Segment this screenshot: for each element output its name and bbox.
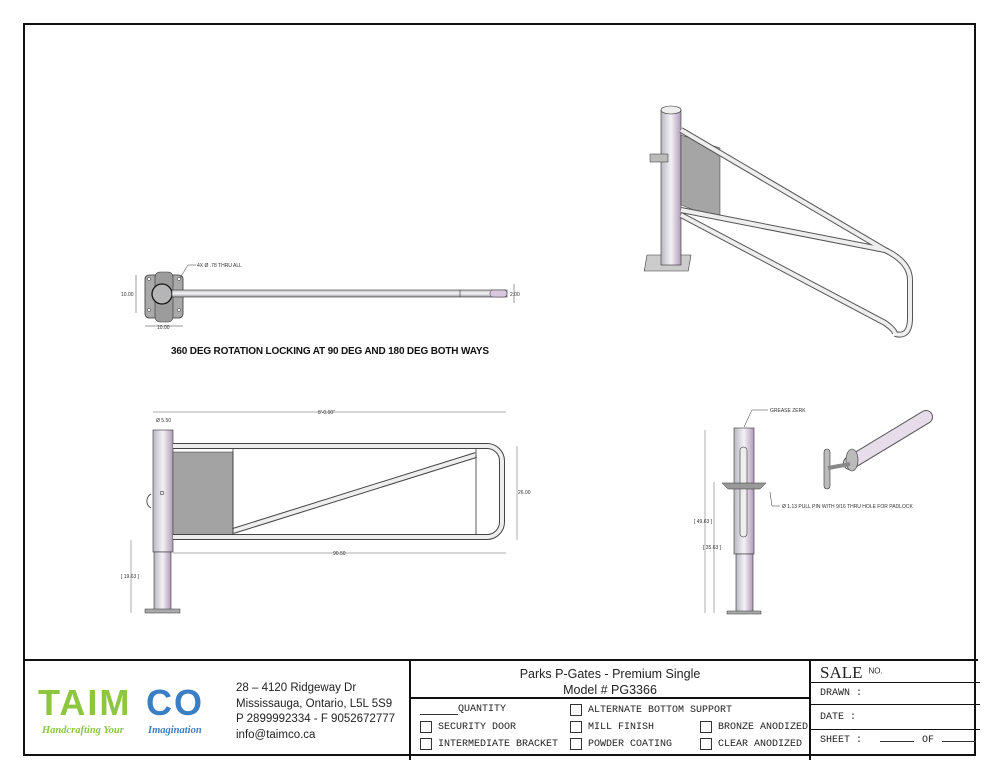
title-block: TAIM CO Handcrafting Your Imagination 28… bbox=[23, 659, 980, 760]
lock-height-dim: [ 35.63 ] bbox=[703, 545, 722, 551]
pull-handle bbox=[146, 493, 152, 509]
width-dim: 10.00 bbox=[157, 325, 170, 331]
hole-note: 4X Ø .78 THRU ALL bbox=[197, 263, 242, 269]
option-label: INTERMEDIATE BRACKET bbox=[438, 738, 559, 750]
top-view: 4X Ø .78 THRU ALL 10.00 10.00 2.00 bbox=[121, 263, 520, 331]
of-label: OF bbox=[922, 735, 935, 746]
quantity-label: QUANTITY bbox=[458, 704, 507, 715]
gate-length-dim: 90.50 bbox=[333, 551, 346, 557]
product-title-cell: Parks P-Gates - Premium Single Model # P… bbox=[409, 661, 809, 699]
post-height-dim: [ 19.63 ] bbox=[121, 574, 140, 580]
option-label: SECURITY DOOR bbox=[438, 721, 517, 733]
upper-post bbox=[152, 429, 174, 553]
option-alternate-bottom-support[interactable]: ALTERNATE BOTTOM SUPPORT bbox=[570, 704, 732, 716]
checkbox[interactable] bbox=[420, 721, 432, 733]
option-security-door[interactable]: SECURITY DOOR bbox=[420, 721, 516, 733]
checkbox[interactable] bbox=[700, 721, 712, 733]
sheet-total-field[interactable] bbox=[942, 741, 977, 742]
email: info@taimco.ca bbox=[236, 728, 316, 741]
sale-info-panel: SALE NO. DRAWN : DATE : SHEET : OF bbox=[809, 661, 980, 760]
phone-fax: P 2899992334 - F 9052672777 bbox=[236, 713, 396, 725]
quantity-field[interactable] bbox=[420, 705, 458, 715]
sale-no-label: NO. bbox=[868, 666, 883, 676]
post-diameter-dim: Ø 5.50 bbox=[156, 418, 171, 424]
option-bronze-anodized[interactable]: BRONZE ANODIZED bbox=[700, 721, 808, 733]
sale-number-row: SALE NO. bbox=[811, 661, 980, 683]
sale-label: SALE bbox=[820, 663, 863, 682]
overall-length-dim: 8'-0.00" bbox=[318, 410, 335, 416]
product-title: Parks P-Gates - Premium Single bbox=[519, 667, 701, 681]
total-height-dim: [ 49.63 ] bbox=[694, 519, 713, 525]
model-number: Model # PG3366 bbox=[563, 683, 657, 697]
checkbox[interactable] bbox=[570, 721, 582, 733]
drawn-row: DRAWN : bbox=[811, 683, 980, 705]
date-row: DATE : bbox=[811, 705, 980, 730]
option-label: CLEAR ANODIZED bbox=[718, 738, 803, 750]
svg-text:Handcrafting Your: Handcrafting Your bbox=[41, 725, 125, 736]
checkbox[interactable] bbox=[700, 738, 712, 750]
isometric-view bbox=[643, 105, 913, 338]
company-address: 28 – 4120 Ridgeway Dr Mississauga, Ontar… bbox=[236, 681, 395, 743]
pull-pin bbox=[844, 411, 932, 469]
options-panel: QUANTITY SECURITY DOOR INTERMEDIATE BRAC… bbox=[409, 699, 811, 760]
pull-pin-note: Ø 1.13 PULL PIN WITH 9/16 THRU HOLE FOR … bbox=[782, 504, 913, 510]
svg-text:Imagination: Imagination bbox=[147, 725, 202, 736]
drawing-frame bbox=[23, 23, 976, 756]
rotation-note: 360 DEG ROTATION LOCKING AT 90 DEG AND 1… bbox=[171, 346, 489, 357]
sheet-label: SHEET : bbox=[820, 735, 863, 746]
floor-plate bbox=[144, 608, 181, 614]
height-dim: 10.00 bbox=[121, 292, 134, 298]
solid-panel bbox=[172, 451, 234, 536]
sheet-number-field[interactable] bbox=[880, 741, 915, 742]
option-clear-anodized[interactable]: CLEAR ANODIZED bbox=[700, 738, 802, 750]
svg-text:CO: CO bbox=[146, 682, 204, 723]
sheet-row: SHEET : OF bbox=[811, 730, 980, 760]
address-line: Mississauga, Ontario, L5L 5S9 bbox=[236, 697, 393, 710]
taimco-logo: TAIM CO Handcrafting Your Imagination bbox=[38, 681, 218, 746]
drawn-label: DRAWN : bbox=[820, 688, 863, 699]
option-label: MILL FINISH bbox=[588, 721, 655, 733]
gate-arm-top bbox=[171, 289, 508, 298]
bar-dim: 2.00 bbox=[510, 292, 520, 298]
post-circle bbox=[151, 283, 173, 305]
checkbox[interactable] bbox=[570, 704, 582, 716]
front-view: 8'-0.00" Ø 5.50 26.00 90.50 [ 19.63 ] bbox=[121, 410, 531, 614]
grease-zerk-note: GREASE ZERK bbox=[770, 408, 806, 414]
option-mill-finish[interactable]: MILL FINISH bbox=[570, 721, 654, 733]
option-label: BRONZE ANODIZED bbox=[718, 721, 809, 733]
option-intermediate-bracket[interactable]: INTERMEDIATE BRACKET bbox=[420, 738, 558, 750]
option-powder-coating[interactable]: POWDER COATING bbox=[570, 738, 672, 750]
checkbox[interactable] bbox=[570, 738, 582, 750]
svg-text:TAIM: TAIM bbox=[38, 682, 131, 723]
gate-height-dim: 26.00 bbox=[518, 490, 531, 496]
address-line: 28 – 4120 Ridgeway Dr bbox=[236, 682, 357, 694]
checkbox[interactable] bbox=[420, 738, 432, 750]
date-label: DATE : bbox=[820, 712, 857, 723]
option-label: ALTERNATE BOTTOM SUPPORT bbox=[588, 704, 733, 716]
side-view: GREASE ZERK Ø 1.13 PULL PIN WITH 9/16 TH… bbox=[694, 408, 933, 615]
option-label: POWDER COATING bbox=[588, 738, 673, 750]
lower-post bbox=[153, 551, 172, 611]
